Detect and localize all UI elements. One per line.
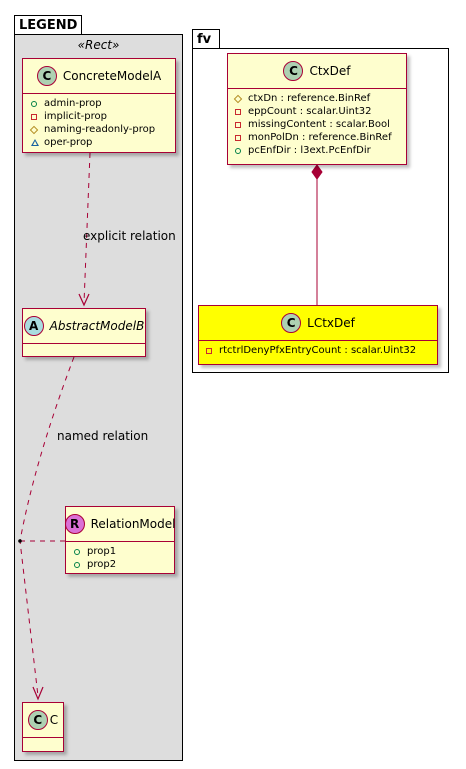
fv-package-title: fv xyxy=(197,32,212,47)
class-c-icon: C xyxy=(283,61,304,81)
private-visibility-icon xyxy=(235,134,241,141)
public-visibility-icon xyxy=(74,548,80,555)
attribute-row: rtctrlDenyPfxEntryCount : scalar.Uint32 xyxy=(206,344,437,357)
class-a-icon: A xyxy=(23,316,44,336)
legend-package xyxy=(14,34,183,761)
private-visibility-icon xyxy=(31,113,37,120)
named-relation-label: named relation xyxy=(57,429,149,443)
composition-diamond xyxy=(311,164,323,180)
class-concrete-model-a: C ConcreteModelA admin-prop implicit-pro… xyxy=(22,58,176,153)
legend-stereotype: «Rect» xyxy=(77,38,120,52)
protected-visibility-icon xyxy=(29,125,39,134)
class-c-icon: C xyxy=(281,313,302,333)
class-name: ConcreteModelA xyxy=(62,69,162,83)
legend-package-tab: LEGEND xyxy=(14,15,82,35)
private-visibility-icon xyxy=(235,121,241,128)
attribute-row: ctxDn : reference.BinRef xyxy=(233,92,406,105)
explicit-relation-line xyxy=(83,152,91,304)
class-name: RelationModel xyxy=(90,517,176,531)
fv-package-tab: fv xyxy=(192,29,220,49)
class-name: C xyxy=(49,713,59,727)
attribute-row: oper-prop xyxy=(31,136,175,149)
class-abstract-model-b: A AbstractModelB xyxy=(22,308,146,357)
named-relation-line xyxy=(19,356,75,697)
attribute-row: missingContent : scalar.Bool xyxy=(235,118,406,131)
attribute-row: monPolDn : reference.BinRef xyxy=(235,131,406,144)
public-visibility-icon xyxy=(235,147,241,154)
class-r-icon: R xyxy=(64,514,85,534)
attribute-row: prop2 xyxy=(74,558,174,571)
class-name: LCtxDef xyxy=(307,316,355,330)
attribute-row: implicit-prop xyxy=(31,110,175,123)
class-name: CtxDef xyxy=(309,64,351,78)
class-c-icon: C xyxy=(36,66,57,86)
explicit-relation-arrowhead xyxy=(78,293,90,307)
class-c-icon: C xyxy=(27,710,48,730)
package-visibility-icon xyxy=(31,139,39,146)
class-name: AbstractModelB xyxy=(49,319,145,333)
explicit-relation-label: explicit relation xyxy=(83,229,176,243)
relation-junction-dot xyxy=(18,539,22,543)
attribute-row: admin-prop xyxy=(31,97,175,110)
attribute-row: eppCount : scalar.Uint32 xyxy=(235,105,406,118)
class-ctxdef: C CtxDef ctxDn : reference.BinRef eppCou… xyxy=(227,53,407,165)
attribute-row: prop1 xyxy=(74,545,174,558)
private-visibility-icon xyxy=(206,347,212,354)
legend-package-title: LEGEND xyxy=(19,18,78,33)
class-lctxdef: C LCtxDef rtctrlDenyPfxEntryCount : scal… xyxy=(198,305,438,365)
class-relation-model: R RelationModel prop1 prop2 xyxy=(64,506,176,574)
protected-visibility-icon xyxy=(233,94,243,103)
attribute-row: pcEnfDir : l3ext.PcEnfDir xyxy=(235,144,406,157)
public-visibility-icon xyxy=(31,100,37,107)
attribute-row: naming-readonly-prop xyxy=(29,123,175,136)
private-visibility-icon xyxy=(235,108,241,115)
class-c: C C xyxy=(22,702,64,752)
public-visibility-icon xyxy=(74,561,80,568)
named-relation-arrowhead xyxy=(32,686,44,701)
